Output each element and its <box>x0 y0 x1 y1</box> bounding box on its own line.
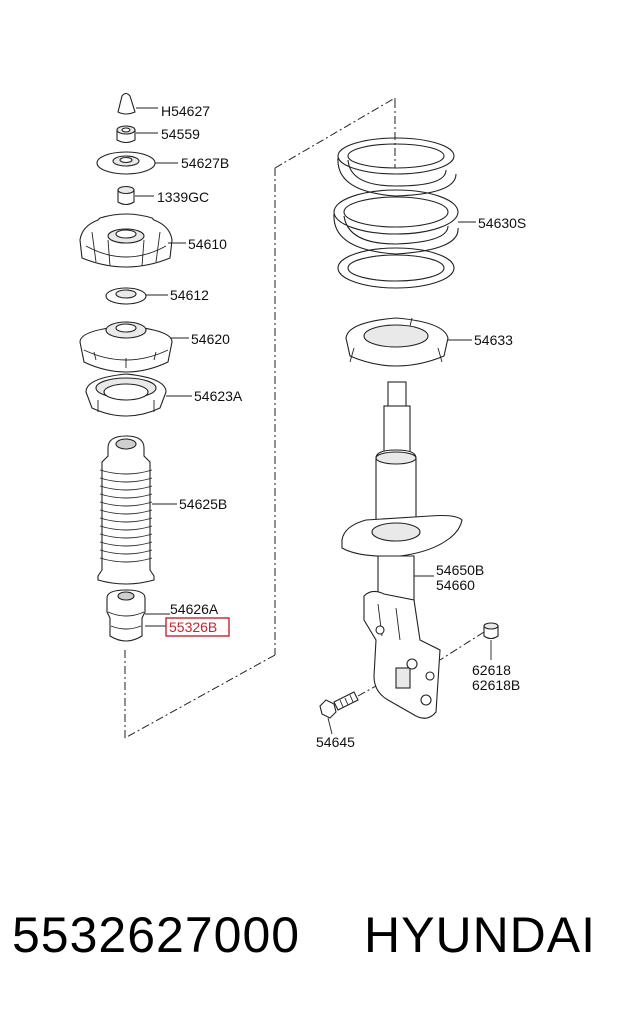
bolt-shape <box>319 685 377 735</box>
label-flange-nut-1: 62618 <box>472 662 511 678</box>
label-spring-seat-upper: 54623A <box>194 388 243 404</box>
label-washer-upper: 54627B <box>181 155 229 171</box>
label-bearing-ring: 54612 <box>170 287 209 303</box>
label-bump-stopper-cap: H54627 <box>161 103 210 119</box>
label-bump-stopper-a: 54626A <box>170 601 219 617</box>
part-number: 5532627000 <box>12 907 301 963</box>
bump-stopper-cap-shape <box>117 92 158 115</box>
nut-shape <box>116 125 158 144</box>
label-coil-spring: 54630S <box>478 215 526 231</box>
product-footer: 5532627000 HYUNDAI <box>0 900 620 980</box>
label-strut-mount: 54610 <box>188 236 227 252</box>
bearing-plate-shape <box>79 321 189 373</box>
bearing-ring-shape <box>105 287 168 305</box>
label-bearing-plate: 54620 <box>191 331 230 347</box>
label-dust-boot: 54625B <box>179 496 227 512</box>
dashed-line-bottom <box>124 654 276 739</box>
label-bump-stopper-b-highlighted[interactable]: 55326B <box>169 619 217 635</box>
strut-mount-shape <box>79 213 186 268</box>
label-bolt: 54645 <box>316 734 355 750</box>
label-strut-assembly-1: 54650B <box>436 562 484 578</box>
coil-spring-shape <box>333 137 476 289</box>
flange-nut-shape <box>439 622 499 661</box>
assembly-dashed-outline <box>274 97 396 169</box>
spring-seat-upper-shape <box>85 373 192 417</box>
nut-small-shape <box>117 185 154 206</box>
dust-boot-shape <box>97 435 177 585</box>
label-spring-pad: 54633 <box>474 332 513 348</box>
label-strut-assembly-2: 54660 <box>436 577 475 593</box>
brand-name: HYUNDAI <box>364 907 597 963</box>
spring-pad-shape <box>345 317 472 367</box>
label-flange-nut-2: 62618B <box>472 677 520 693</box>
strut-assembly-shape <box>341 381 463 719</box>
label-nut: 54559 <box>161 126 200 142</box>
highlight-box <box>165 617 230 637</box>
label-nut-small: 1339GC <box>157 189 209 205</box>
washer-upper-shape <box>96 151 178 175</box>
bump-stopper-shape <box>106 589 170 642</box>
